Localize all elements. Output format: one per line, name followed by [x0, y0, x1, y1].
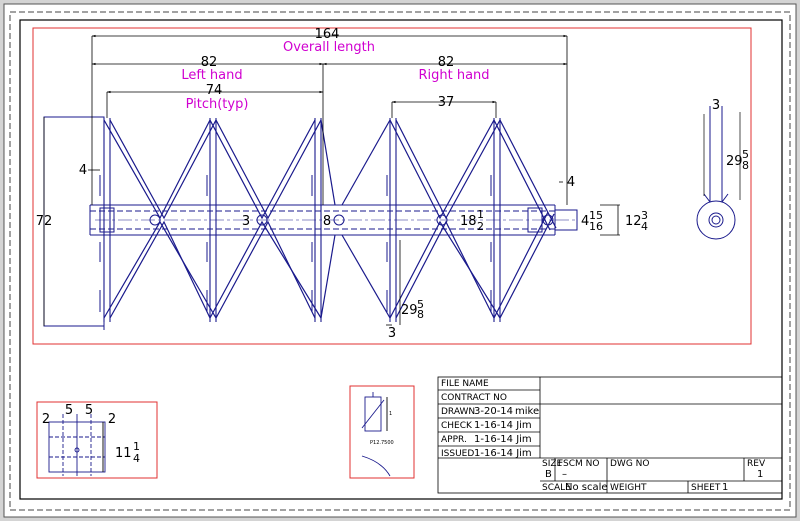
bottom-29-num: 5	[417, 298, 424, 311]
drawing-frame	[19, 19, 783, 500]
detail-b-mark: 1	[389, 411, 392, 417]
bottom-29-dim: 29	[401, 303, 418, 318]
detail-b-label: P12.7500	[370, 440, 394, 446]
bottom-29-den: 8	[417, 308, 424, 321]
outer-dashed-border	[9, 11, 791, 511]
detail-a-11-den: 4	[133, 452, 140, 465]
pitch-label: Pitch(typ)	[186, 97, 249, 112]
detail-a-frame	[36, 401, 158, 479]
shaft-4-dim: 4	[581, 214, 589, 229]
tb-size-label: SIZE	[542, 459, 563, 469]
tb-rev-label: REV	[747, 459, 766, 469]
overall-dim: 164	[315, 27, 340, 42]
tb-sheet-label: SHEET	[691, 483, 721, 493]
shaft-12-dim: 12	[625, 214, 642, 229]
shaft-mark-3: 3	[242, 214, 250, 229]
tb-scale-label: SCALE	[542, 483, 571, 493]
side-29-den: 8	[742, 159, 749, 172]
detail-a-11: 11	[115, 446, 132, 461]
bottom-3-dim: 3	[388, 326, 396, 341]
tb-drawn-by: mike	[515, 406, 539, 417]
tb-fscm-label: FSCM NO	[558, 459, 599, 469]
right-hand-dim: 82	[438, 55, 455, 70]
tb-sheet-value: 1	[722, 482, 728, 493]
pitch-dim: 74	[206, 83, 223, 98]
detail-a-view	[48, 414, 106, 476]
tb-weight-label: WEIGHT	[610, 483, 647, 493]
shaft-18-den: 2	[477, 220, 484, 233]
tb-size-value: B	[545, 469, 552, 480]
shaft-18-num: 1	[477, 208, 484, 221]
shaft-12-den: 4	[641, 220, 648, 233]
side-29-num: 5	[742, 148, 749, 161]
right-hand-label: Right hand	[418, 68, 489, 83]
tb-file-name-label: FILE NAME	[441, 379, 489, 389]
detail-a-5b: 5	[85, 403, 93, 418]
tb-issued-value: 1-16-14 Jim	[474, 448, 532, 459]
shaft-18-dim: 18	[460, 214, 477, 229]
side-29-dim: 29	[726, 154, 743, 169]
tb-scale-value: No scale	[565, 482, 608, 493]
detail-a-5a: 5	[65, 403, 73, 418]
tb-appr-value: 1-16-14 Jim	[474, 434, 532, 445]
title-block-lines	[437, 376, 783, 494]
overall-label: Overall length	[283, 40, 375, 55]
tb-appr-label: APPR.	[441, 435, 467, 445]
main-view-red-frame	[32, 27, 752, 345]
shaft-4-den: 16	[589, 220, 603, 233]
shaft-4-num: 15	[589, 209, 603, 222]
detail-a-2a: 2	[42, 412, 50, 427]
tb-drawn-value: 3-20-14	[474, 406, 513, 417]
tb-fscm-value: –	[562, 469, 567, 480]
flight-thickness-left: 4	[79, 163, 87, 178]
right-pitch-dim: 37	[438, 95, 455, 110]
tb-check-label: CHECK	[441, 421, 473, 431]
shaft-12-num: 3	[641, 209, 648, 222]
detail-a-2b: 2	[108, 412, 116, 427]
detail-b-frame	[349, 385, 415, 479]
tb-issued-label: ISSUED	[441, 449, 474, 459]
auger-main-view	[43, 116, 578, 330]
tb-drawn-label: DRAWN	[441, 407, 475, 417]
shaft-mark-8: 8	[323, 214, 331, 229]
detail-b-view	[361, 392, 391, 477]
left-hand-label: Left hand	[181, 68, 242, 83]
dimension-lines	[43, 34, 620, 326]
side-view	[696, 106, 741, 240]
tb-check-value: 1-16-14 Jim	[474, 420, 532, 431]
side-3-dim: 3	[712, 98, 720, 113]
tb-contract-label: CONTRACT NO	[441, 393, 507, 403]
tb-dwg-label: DWG NO	[610, 459, 649, 469]
flight-height-dim: 72	[36, 214, 53, 229]
flight-thickness-right: 4	[567, 175, 575, 190]
detail-a-11-num: 1	[133, 440, 140, 453]
left-hand-dim: 82	[201, 55, 218, 70]
tb-rev-value: 1	[757, 469, 763, 480]
